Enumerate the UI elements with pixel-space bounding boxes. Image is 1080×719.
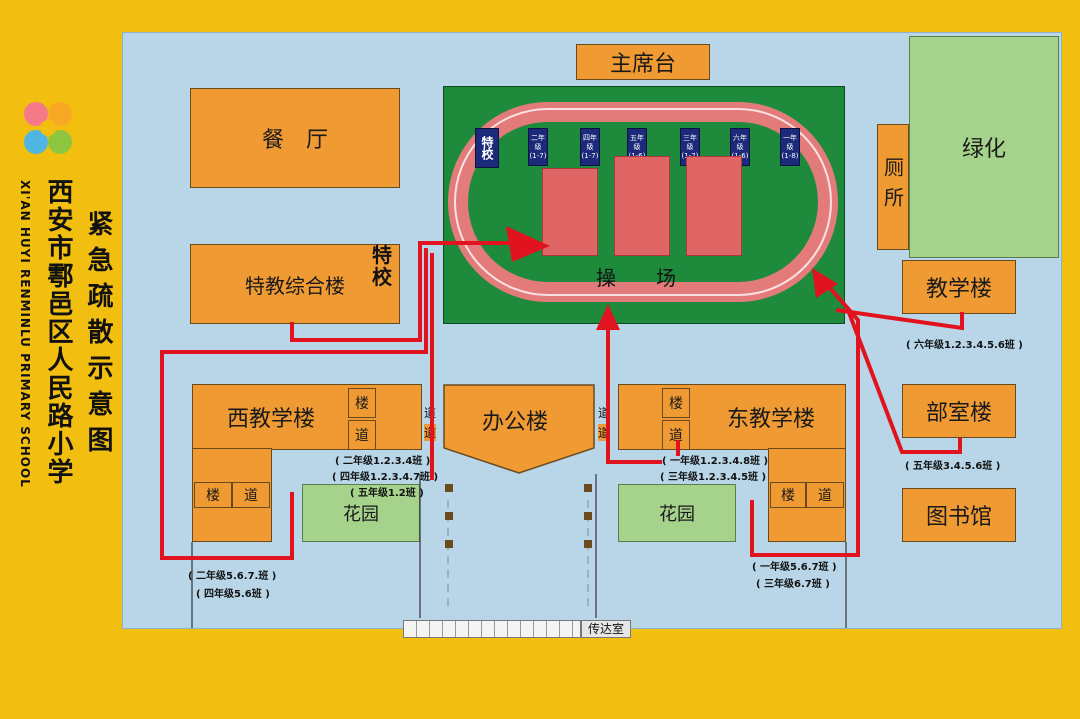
assembly-area-3	[686, 156, 742, 256]
office-building	[443, 384, 595, 474]
west-stair-upper-b: 道	[348, 420, 376, 450]
gate	[403, 620, 581, 638]
east-stair-lower-b: 道	[806, 482, 844, 508]
east-low-label-2: ( 三年级6.7班 )	[756, 579, 830, 590]
school-logo	[16, 96, 80, 164]
gatehouse: 传达室	[581, 620, 631, 638]
east-mid-label-2: ( 三年级1.2.3.4.5班 )	[660, 472, 767, 483]
west-mid-label-3: ( 五年级1.2班 )	[350, 488, 424, 499]
assembly-area-1	[542, 168, 598, 256]
west-mid-label-1: ( 二年级1.2.3.4班 )	[335, 456, 431, 467]
school-name-cn: 西安市鄠邑区人民路小学	[43, 178, 73, 486]
teaching-building: 教学楼	[902, 260, 1016, 314]
east-teaching-building: 东教学楼	[618, 384, 846, 450]
passage-east: 道	[598, 406, 611, 420]
map-title: 紧急疏散示意图	[83, 210, 113, 462]
rostrum: 主席台	[576, 44, 710, 80]
teaching-building-classes: ( 六年级1.2.3.4.5.6班 )	[906, 340, 1023, 351]
assembly-area-2	[614, 156, 670, 256]
special-ed-label: 特教综合楼	[245, 273, 345, 298]
greening-area: 绿化	[909, 36, 1059, 258]
east-stair-lower-a: 楼	[770, 482, 806, 508]
playground-label: 操 场	[596, 266, 676, 290]
banner-grade4: 四年级(1-7)	[580, 128, 600, 166]
west-low-label-2: ( 四年级5.6班 )	[196, 589, 270, 600]
banner-grade2: 二年级(1-7)	[528, 128, 548, 166]
toilet: 厕所	[877, 124, 909, 250]
east-garden: 花园	[618, 484, 736, 542]
banner-special-school: 特校	[475, 128, 499, 168]
east-stair-upper-a: 楼	[662, 388, 690, 418]
banner-grade6: 六年级(1-6)	[730, 128, 750, 166]
west-stair-lower-b: 道	[232, 482, 270, 508]
east-stair-upper-b: 道	[662, 420, 690, 450]
school-name-en: XI'AN HUYI RENMINLU PRIMARY SCHOOL	[18, 180, 32, 488]
west-teaching-building: 西教学楼	[192, 384, 422, 450]
special-ed-building: 特教综合楼	[190, 244, 400, 324]
west-low-label-1: ( 二年级5.6.7.班 )	[188, 571, 277, 582]
west-stair-upper-a: 楼	[348, 388, 376, 418]
special-ed-tag: 特校	[372, 243, 392, 289]
passage-west: 道	[424, 406, 437, 420]
east-low-label-1: ( 一年级5.6.7班 )	[752, 562, 837, 573]
track-lanes	[454, 108, 832, 296]
office-building-label: 办公楼	[482, 410, 549, 435]
passage-east-lower: 道	[598, 424, 611, 441]
passage-west-lower: 道	[424, 424, 437, 441]
department-building: 部室楼	[902, 384, 1016, 438]
canteen: 餐 厅	[190, 88, 400, 188]
department-building-classes: ( 五年级3.4.5.6班 )	[905, 461, 1001, 472]
west-stair-lower-a: 楼	[194, 482, 232, 508]
library: 图书馆	[902, 488, 1016, 542]
east-mid-label-1: ( 一年级1.2.3.4.8班 )	[662, 456, 769, 467]
banner-grade1: 一年级(1-8)	[780, 128, 800, 166]
west-mid-label-2: ( 四年级1.2.3.4.7班 )	[332, 472, 439, 483]
